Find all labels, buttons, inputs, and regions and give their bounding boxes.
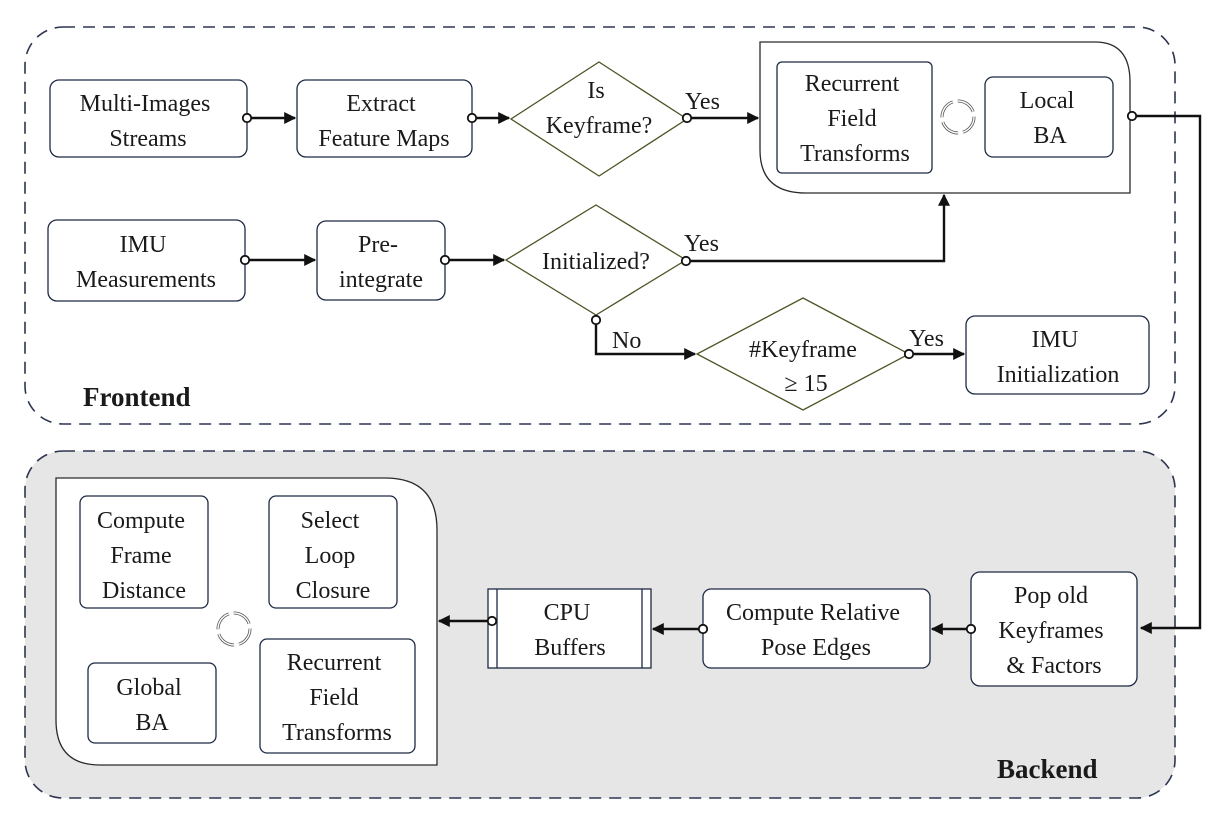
keyframe-count-label: #Keyframe ≥ 15	[749, 337, 863, 397]
frontend-title: Frontend	[83, 382, 191, 412]
global-ba-box	[87, 662, 217, 744]
keyframe-count-diamond	[695, 297, 911, 411]
pop-keyframes-label: Pop old Keyframes & Factors	[998, 583, 1109, 679]
relative-pose-edges-label: Compute Relative Pose Edges	[726, 600, 906, 661]
yes-label-initialized: Yes	[684, 231, 719, 257]
compute-frame-distance-label: Compute Frame Distance	[97, 508, 191, 604]
recurrent-field-label-front: Recurrent Field Transforms	[800, 71, 910, 167]
recurrent-field-label-back: Recurrent Field Transforms	[282, 650, 392, 746]
port-dot	[241, 112, 253, 124]
recurrent-field-box-back	[259, 638, 416, 754]
extract-feature-label: Extract Feature Maps	[318, 91, 449, 152]
cpu-buffers-box	[487, 588, 652, 669]
select-loop-closure-box	[268, 495, 398, 609]
is-keyframe-diamond	[509, 61, 689, 177]
compute-frame-distance-box	[79, 495, 209, 609]
cpu-buffers-label: CPU Buffers	[534, 600, 606, 661]
port-dot	[965, 623, 977, 635]
port-dot	[239, 254, 251, 266]
imu-initialization-box	[965, 315, 1150, 395]
port-dot	[590, 314, 602, 326]
edge-initialized-to-kfcount	[594, 320, 697, 360]
yes-label-keyframe-count: Yes	[909, 326, 944, 352]
global-ba-label: Global BA	[116, 675, 187, 736]
yes-label-keyframe: Yes	[685, 89, 720, 115]
backend-title: Backend	[997, 754, 1098, 784]
recurrent-field-box-front	[776, 61, 933, 174]
refresh-cycle-icon	[940, 99, 976, 135]
edge-localba-to-pop	[1130, 114, 1202, 634]
port-dot	[681, 112, 693, 124]
initialized-label: Initialized?	[542, 249, 650, 275]
port-dot	[697, 623, 709, 635]
port-dot	[1126, 110, 1138, 122]
multi-images-label: Multi-Images Streams	[80, 91, 217, 152]
refresh-cycle-icon	[216, 611, 252, 647]
port-dot	[486, 615, 498, 627]
port-dot	[903, 348, 915, 360]
port-dot	[680, 255, 692, 267]
imu-initialization-label: IMU Initialization	[997, 327, 1120, 388]
port-dot	[466, 112, 478, 124]
no-label-initialized: No	[612, 328, 641, 354]
select-loop-closure-label: Select Loop Closure	[296, 508, 371, 604]
local-ba-label: Local BA	[1020, 88, 1081, 149]
port-dot	[439, 254, 451, 266]
is-keyframe-label: Is Keyframe?	[546, 78, 653, 139]
preintegrate-label: Pre- integrate	[339, 232, 423, 293]
local-ba-box	[984, 76, 1114, 158]
edge-initialized-to-localba	[686, 193, 950, 263]
imu-measurements-label: IMU Measurements	[76, 232, 216, 293]
